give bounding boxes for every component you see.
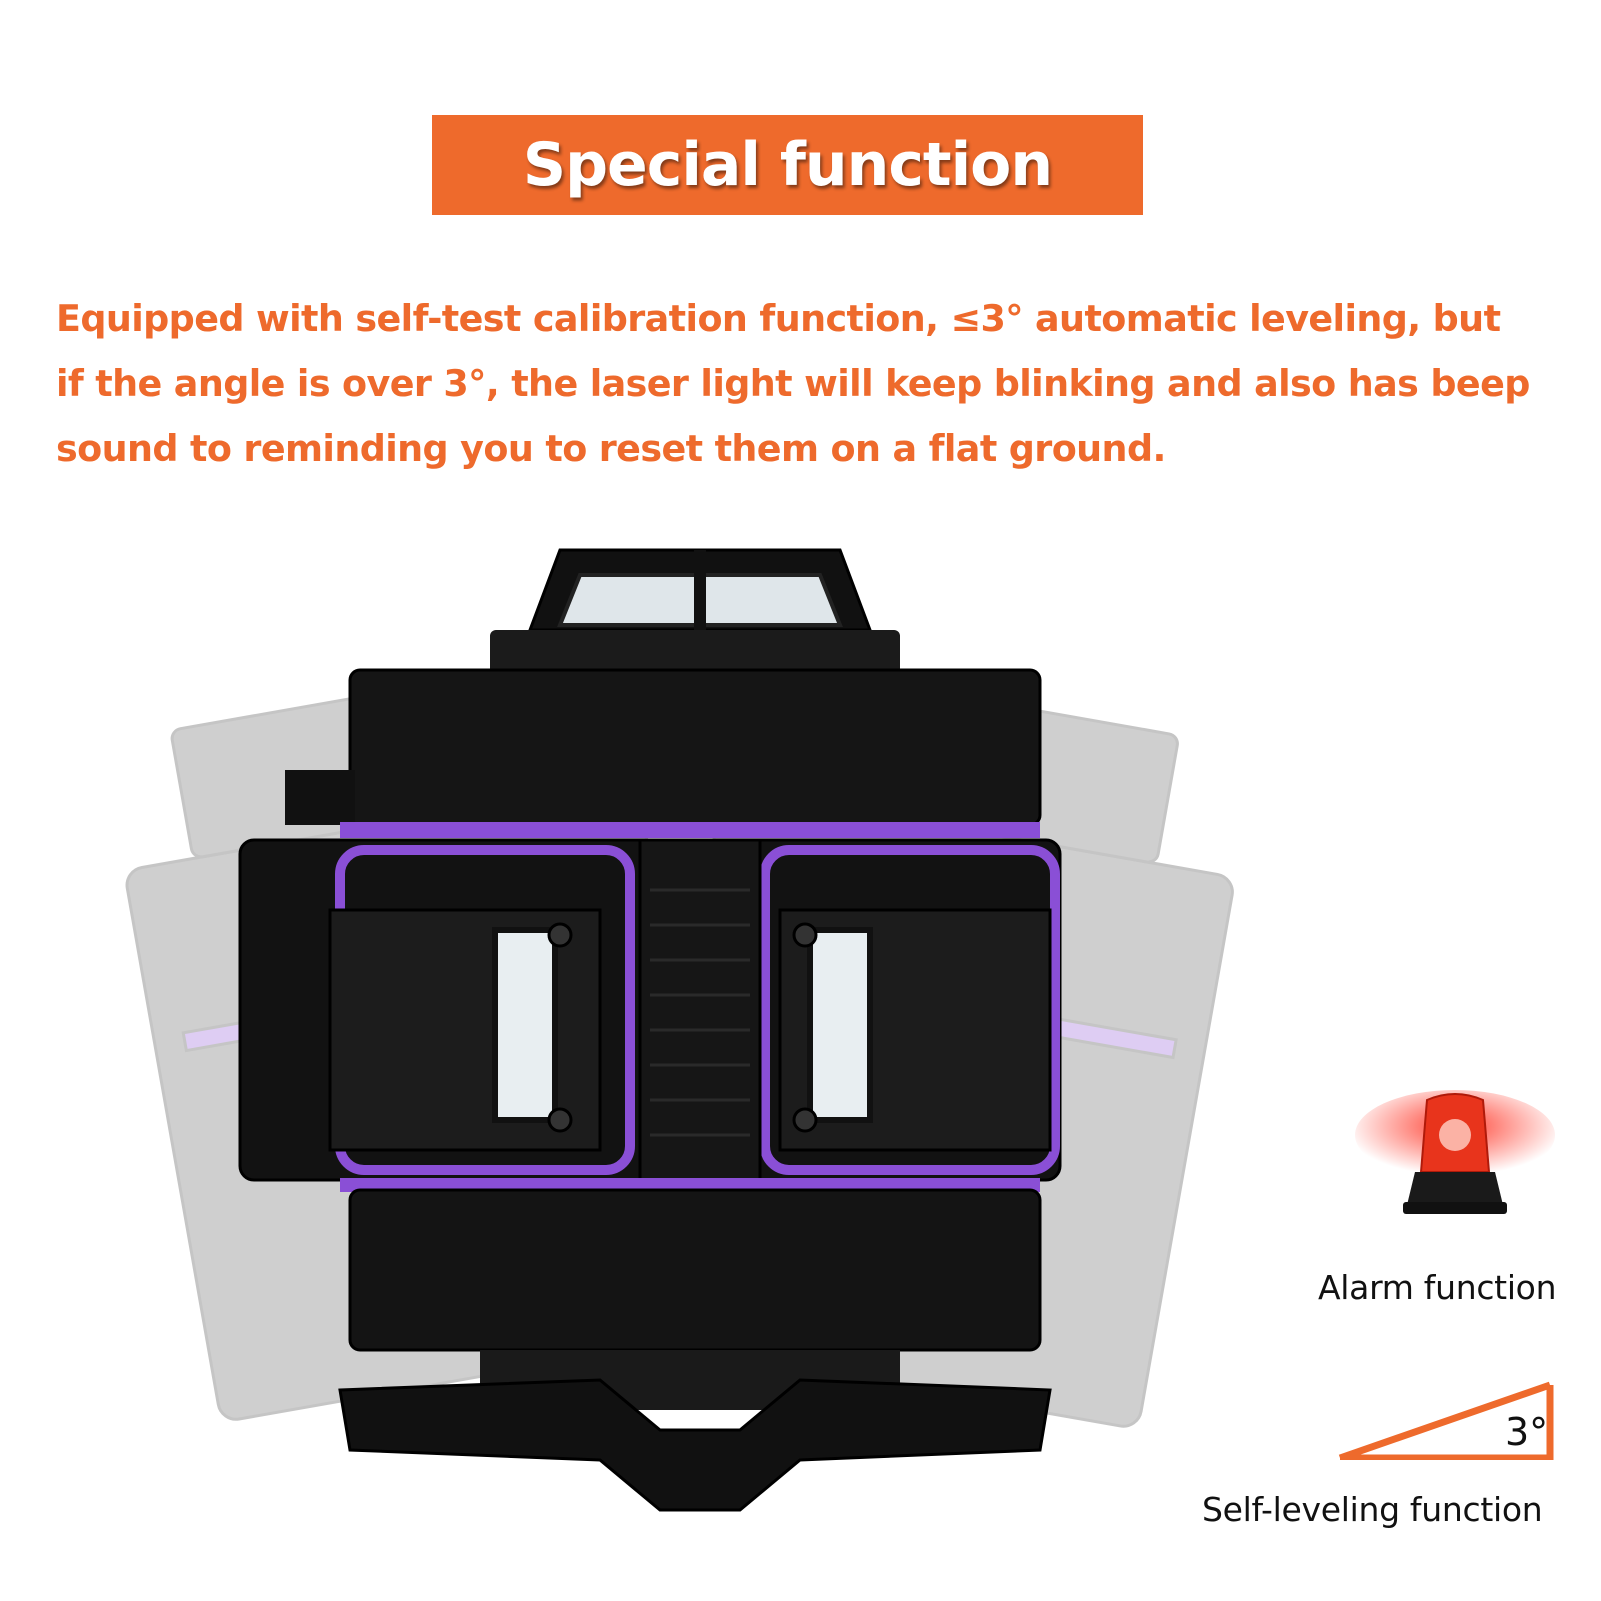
angle-degree-label: 3° <box>1505 1410 1549 1454</box>
laser-level-image <box>125 548 1234 1512</box>
description-line: sound to reminding you to reset them on … <box>56 427 1166 470</box>
banner-title: Special function <box>522 130 1053 200</box>
description-line: if the angle is over 3°, the laser light… <box>56 362 1530 405</box>
angle-icon <box>1338 1381 1554 1460</box>
laser-level-body <box>238 548 1062 1512</box>
description-text: Equipped with self-test calibration func… <box>56 286 1556 481</box>
alarm-function-label: Alarm function <box>1318 1268 1557 1307</box>
description-line: Equipped with self-test calibration func… <box>56 297 1501 340</box>
title-banner: Special function <box>432 115 1143 215</box>
self-leveling-function-label: Self-leveling function <box>1202 1490 1543 1529</box>
alarm-beacon-icon <box>1355 1090 1555 1214</box>
